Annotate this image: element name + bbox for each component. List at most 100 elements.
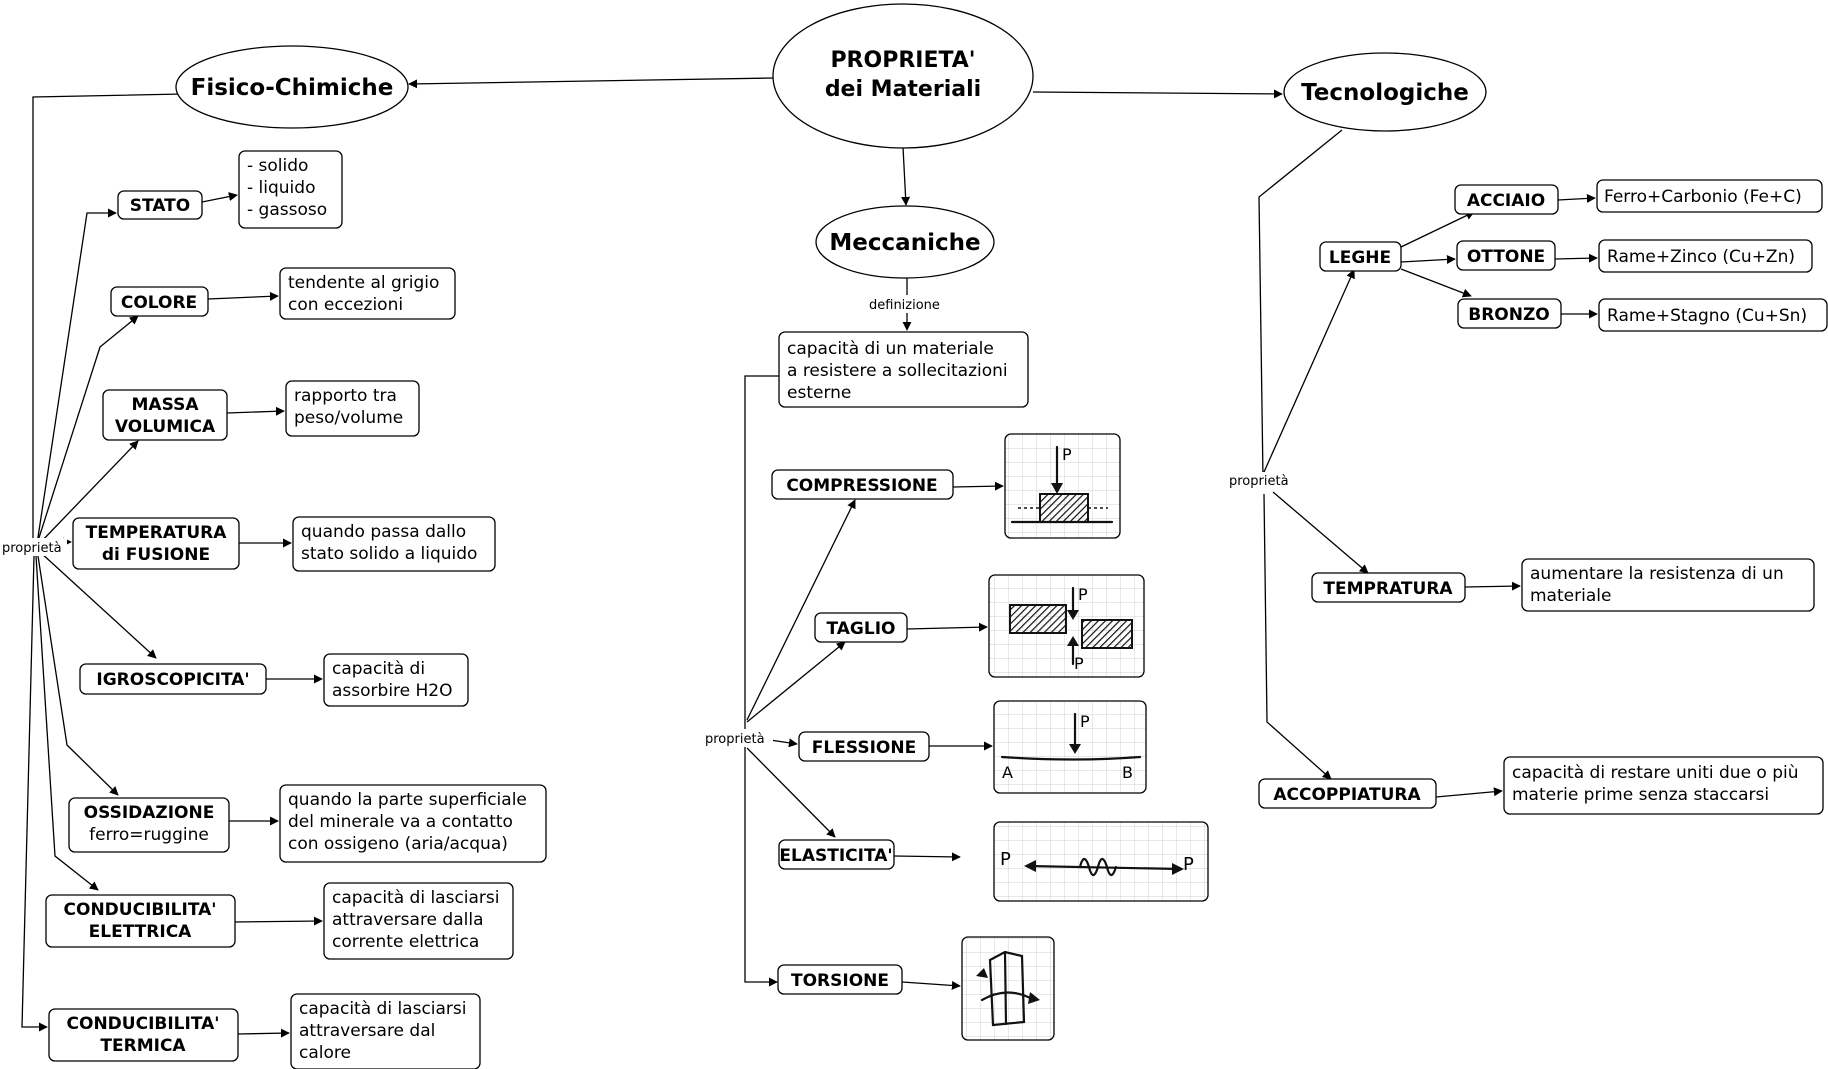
elasticity-sketch: P P [993, 821, 1209, 902]
desc-tempratura: aumentare la resistenza di un materiale [1521, 558, 1815, 612]
root-title-line2: dei Materiali [825, 77, 981, 102]
ossidazione-sublabel: ferro=ruggine [89, 825, 209, 845]
torsion-sketch [961, 936, 1055, 1041]
node-ottone[interactable]: OTTONE [1456, 240, 1556, 271]
desc-colore: tendente al grigio con eccezioni [279, 267, 456, 320]
node-bronzo[interactable]: BRONZO [1457, 298, 1562, 329]
root-title-line1: PROPRIETA' [830, 48, 975, 73]
category-fisico-label: Fisico-Chimiche [191, 75, 394, 101]
massa-label-line1: MASSA [132, 395, 200, 415]
desc-ottone: Rame+Zinco (Cu+Zn) [1598, 239, 1813, 273]
temperatura-desc-line2: stato solido a liquido [301, 544, 477, 564]
bending-p-letter: P [1080, 712, 1090, 731]
category-tecnologiche[interactable]: Tecnologiche [1283, 52, 1487, 132]
ottone-desc: Rame+Zinco (Cu+Zn) [1607, 247, 1795, 267]
shear-p-letter-bottom: P [1074, 654, 1084, 673]
temperatura-label-line2: di FUSIONE [102, 545, 210, 565]
accoppiatura-desc-line1: capacità di restare uniti due o più [1512, 763, 1799, 783]
stato-desc-line3: - gassoso [247, 200, 327, 220]
colore-desc-line2: con eccezioni [288, 295, 403, 315]
colore-label: COLORE [121, 293, 197, 313]
fisico-proprieta-label: proprietà [2, 541, 62, 556]
node-igroscopicita[interactable]: IGROSCOPICITA' [79, 663, 267, 695]
meccaniche-proprieta-label: proprietà [705, 732, 765, 747]
ossidazione-desc-line3: con ossigeno (aria/acqua) [288, 834, 508, 854]
tempratura-desc-line1: aumentare la resistenza di un [1530, 564, 1784, 584]
connectors [21, 77, 1598, 1038]
node-conducibilita-elettrica[interactable]: CONDUCIBILITA' ELETTRICA [45, 894, 236, 948]
category-meccaniche-label: Meccaniche [829, 230, 980, 256]
node-taglio[interactable]: TAGLIO [814, 612, 908, 643]
shear-sketch: P P [988, 574, 1145, 678]
node-leghe[interactable]: LEGHE [1319, 241, 1402, 272]
node-compressione[interactable]: COMPRESSIONE [771, 469, 954, 500]
bending-a-letter: A [1002, 763, 1013, 782]
node-flessione[interactable]: FLESSIONE [798, 731, 930, 762]
node-temperatura-fusione[interactable]: TEMPERATURA di FUSIONE [72, 517, 240, 570]
cond-termica-label-line1: CONDUCIBILITA' [67, 1014, 220, 1034]
cond-elettrica-label-line1: CONDUCIBILITA' [64, 900, 217, 920]
root-node[interactable]: PROPRIETA' dei Materiali [772, 3, 1034, 149]
ossidazione-desc-line1: quando la parte superficiale [288, 790, 527, 810]
cond-termica-desc-line2: attraversare dal [299, 1021, 435, 1041]
node-colore[interactable]: COLORE [110, 286, 209, 317]
desc-stato: - solido - liquido - gassoso [238, 150, 343, 229]
cond-elettrica-desc-line1: capacità di lasciarsi [332, 888, 500, 908]
leghe-label: LEGHE [1329, 248, 1391, 268]
desc-igroscopicita: capacità di assorbire H2O [323, 653, 469, 707]
massa-desc-line1: rapporto tra [294, 386, 397, 406]
desc-bronzo: Rame+Stagno (Cu+Sn) [1598, 298, 1828, 332]
tempratura-desc-line2: materiale [1530, 586, 1611, 606]
ossidazione-desc-line2: del minerale va a contatto [288, 812, 513, 832]
temperatura-desc-line1: quando passa dallo [301, 522, 466, 542]
node-torsione[interactable]: TORSIONE [777, 964, 903, 995]
definition-line1: capacità di un materiale [787, 339, 994, 359]
compression-sketch: P [1004, 433, 1121, 539]
cond-elettrica-label-line2: ELETTRICA [89, 922, 193, 942]
stato-desc-line1: - solido [247, 156, 308, 176]
compression-p-letter: P [1062, 445, 1072, 464]
tecnologiche-proprieta-label: proprietà [1229, 474, 1289, 489]
category-meccaniche[interactable]: Meccaniche [815, 205, 995, 279]
tempratura-label: TEMPRATURA [1323, 579, 1453, 599]
node-acciaio[interactable]: ACCIAIO [1454, 184, 1559, 215]
desc-massa: rapporto tra peso/volume [285, 380, 420, 437]
desc-acciaio: Ferro+Carbonio (Fe+C) [1596, 179, 1823, 213]
desc-temperatura: quando passa dallo stato solido a liquid… [292, 516, 496, 572]
node-accoppiatura[interactable]: ACCOPPIATURA [1258, 778, 1437, 809]
cond-elettrica-desc-line2: attraversare dalla [332, 910, 484, 930]
elasticity-p-letter-right: P [1183, 854, 1194, 875]
category-fisico-chimiche[interactable]: Fisico-Chimiche [175, 45, 409, 129]
bending-b-letter: B [1122, 763, 1133, 782]
torsione-label: TORSIONE [791, 971, 889, 991]
bronzo-desc: Rame+Stagno (Cu+Sn) [1607, 306, 1807, 326]
node-massa-volumica[interactable]: MASSA VOLUMICA [102, 389, 228, 441]
link-labels: proprietà definizione proprietà propriet… [1, 295, 1297, 747]
node-conducibilita-termica[interactable]: CONDUCIBILITA' TERMICA [48, 1008, 239, 1062]
node-stato[interactable]: STATO [117, 190, 203, 220]
flessione-label: FLESSIONE [812, 738, 916, 758]
cond-termica-label-line2: TERMICA [100, 1036, 186, 1056]
meccaniche-definition: capacità di un materiale a resistere a s… [778, 331, 1029, 408]
colore-desc-line1: tendente al grigio [288, 273, 439, 293]
node-tempratura[interactable]: TEMPRATURA [1311, 572, 1466, 603]
compressione-label: COMPRESSIONE [786, 476, 937, 496]
node-elasticita[interactable]: ELASTICITA' [778, 839, 895, 870]
elasticity-p-letter-left: P [1000, 849, 1011, 870]
acciaio-label: ACCIAIO [1467, 191, 1545, 211]
desc-accoppiatura: capacità di restare uniti due o più mate… [1503, 756, 1824, 815]
temperatura-label-line1: TEMPERATURA [86, 523, 228, 543]
node-ossidazione[interactable]: OSSIDAZIONE ferro=ruggine [68, 797, 230, 853]
massa-desc-line2: peso/volume [294, 408, 403, 428]
ossidazione-label: OSSIDAZIONE [84, 803, 215, 823]
meccaniche-definizione-label: definizione [869, 298, 940, 313]
igroscopicita-desc-line1: capacità di [332, 659, 425, 679]
igroscopicita-label: IGROSCOPICITA' [96, 670, 249, 690]
accoppiatura-desc-line2: materie prime senza staccarsi [1512, 785, 1769, 805]
cond-termica-desc-line1: capacità di lasciarsi [299, 999, 467, 1019]
acciaio-desc: Ferro+Carbonio (Fe+C) [1604, 187, 1802, 207]
category-tecnologiche-label: Tecnologiche [1301, 80, 1469, 106]
accoppiatura-label: ACCOPPIATURA [1273, 785, 1421, 805]
stato-desc-line2: - liquido [247, 178, 315, 198]
